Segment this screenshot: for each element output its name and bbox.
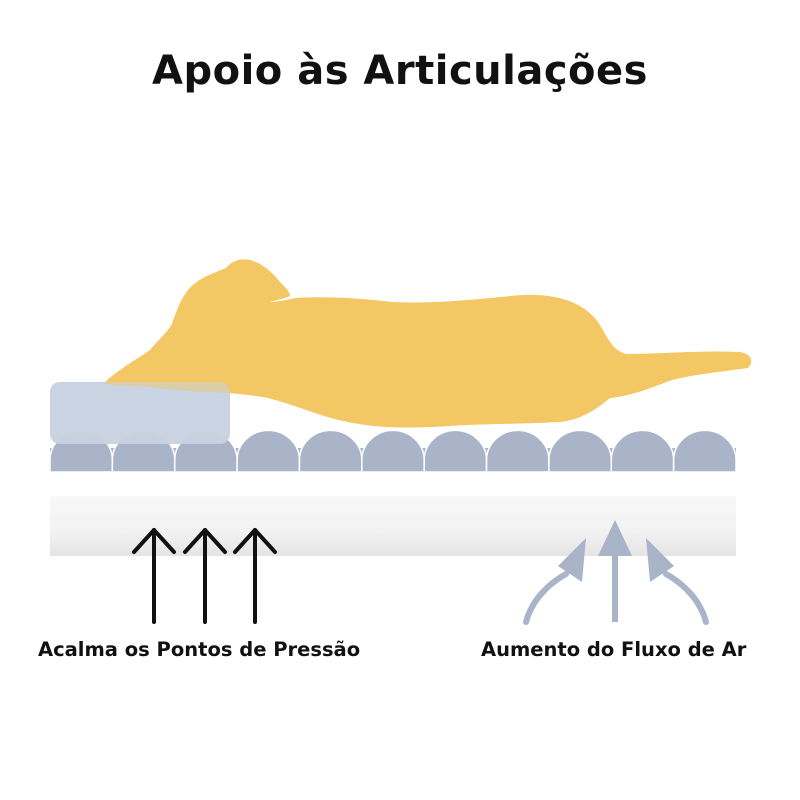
foam-bump (361, 429, 425, 473)
airflow-arrow-icon (646, 538, 709, 625)
pressure-arrows (132, 528, 277, 624)
foam-bump (548, 429, 613, 473)
airflow-arrows (523, 520, 709, 625)
pressure-arrow-icon (233, 528, 277, 624)
pressure-arrow-icon (132, 528, 176, 624)
pressure-arrow-icon (183, 528, 227, 624)
foam-bump (423, 429, 488, 473)
foam-bump (485, 429, 550, 473)
airflow-arrow-icon (523, 538, 586, 625)
dog-silhouette-icon (104, 259, 752, 428)
bolster-pillow-overlay (50, 382, 230, 444)
pressure-points-label: Acalma os Pontos de Pressão (38, 638, 361, 661)
foam-bump (298, 429, 363, 473)
foam-bump (236, 429, 301, 473)
page-title: Apoio às Articulações (152, 48, 648, 94)
foam-bump (610, 429, 675, 473)
airflow-arrow-icon (598, 520, 632, 622)
airflow-label: Aumento do Fluxo de Ar (481, 638, 747, 661)
foam-bump (672, 429, 737, 473)
